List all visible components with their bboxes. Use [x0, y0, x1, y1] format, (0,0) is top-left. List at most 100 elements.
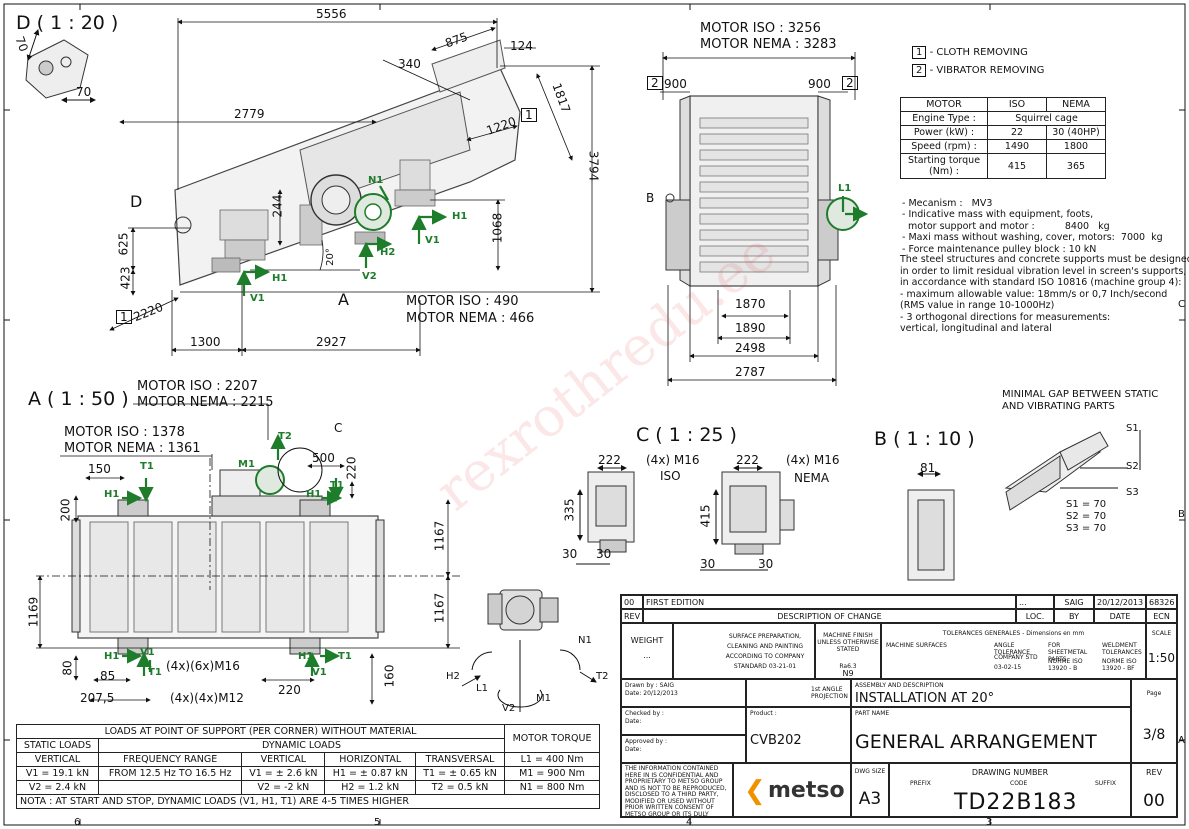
- front-view: [665, 95, 860, 287]
- view-title-d: D ( 1 : 20 ): [16, 12, 119, 34]
- force-label: V1: [250, 293, 265, 304]
- dim: 1870: [735, 297, 766, 311]
- dim: 415: [698, 504, 713, 528]
- dim: 30: [758, 557, 774, 571]
- dim: 244: [270, 194, 285, 218]
- scale-cell: SCALE 1:50: [1146, 623, 1177, 679]
- dim: 423: [118, 266, 133, 290]
- rev-head-eco: ECN: [1146, 609, 1177, 623]
- force-label: H1: [306, 489, 322, 500]
- gap-value: S1 = 70: [1066, 499, 1107, 510]
- metso-logo-icon: ❮: [744, 776, 766, 806]
- motor-iso-side: MOTOR ISO : 490: [406, 294, 519, 309]
- gap-value: S2 = 70: [1066, 511, 1107, 522]
- motor-nema-side: MOTOR NEMA : 466: [406, 311, 535, 326]
- rev-head-rev: REV: [621, 609, 643, 623]
- finish-cell: MACHINE FINISH UNLESS OTHERWISE STATED R…: [815, 623, 881, 679]
- angle-label: 20°: [324, 248, 336, 266]
- dim: 222: [598, 453, 621, 467]
- bolt-spec: (4x) M16: [786, 453, 840, 467]
- dim: 30: [596, 547, 612, 561]
- dim: 2779: [234, 107, 265, 121]
- force-label: H1: [104, 489, 120, 500]
- page-cell: Page 3/8: [1131, 679, 1177, 763]
- rev-head-date: DATE: [1094, 609, 1146, 623]
- bolt-spec: (4x)(6x)M16: [166, 659, 240, 673]
- force-label: T2: [278, 431, 292, 442]
- force-label: V1: [425, 235, 440, 246]
- assembly-cell: ASSEMBLY AND DESCRIPTION INSTALLATION AT…: [851, 679, 1131, 707]
- box-ref: 1: [521, 108, 537, 122]
- rev-head-loc: LOC.: [1016, 609, 1054, 623]
- box-ref: 2: [842, 76, 858, 90]
- dim: 150: [88, 462, 111, 476]
- box-ref: 1: [116, 310, 132, 324]
- dim: 80: [60, 660, 75, 676]
- view-a: [71, 447, 385, 655]
- motor-iso-a: MOTOR ISO : 1378: [64, 425, 185, 440]
- drawing-number-cell: DRAWING NUMBER PREFIX CODE SUFFIX TD22B1…: [889, 763, 1131, 817]
- axis-label: V2: [502, 703, 516, 714]
- grid-label: 5: [374, 817, 381, 828]
- dim: 625: [116, 232, 131, 256]
- force-label: H1: [272, 273, 288, 284]
- force-label: H1: [298, 651, 314, 662]
- dim: 124: [510, 39, 533, 53]
- view-title-c: C ( 1 : 25 ): [636, 424, 737, 446]
- rev-head-desc: DESCRIPTION OF CHANGE: [643, 609, 1016, 623]
- view-c-nema: [700, 465, 795, 571]
- size-cell: DWG SIZE A3: [851, 763, 889, 817]
- rev-row-eco: 68326: [1146, 595, 1177, 609]
- dim: 220: [344, 456, 359, 480]
- label-iso: ISO: [660, 469, 681, 483]
- dim: 222: [736, 453, 759, 467]
- steel-structure-note: The steel structures and concrete suppor…: [900, 254, 1189, 334]
- force-label: V1: [140, 647, 155, 658]
- detail-d: [25, 29, 96, 103]
- rev-row-date: 20/12/2013: [1094, 595, 1146, 609]
- metso-logo: metso: [768, 778, 845, 803]
- gap-label: S3: [1126, 487, 1139, 498]
- dim: 1169: [26, 596, 41, 628]
- view-title-b: B ( 1 : 10 ): [874, 428, 975, 450]
- bolt-spec: (4x) M16: [646, 453, 700, 467]
- dim: 1890: [735, 321, 766, 335]
- confidential-note: THE INFORMATION CONTAINED HERE IN IS CON…: [621, 763, 733, 817]
- dim: 81: [920, 461, 936, 475]
- detail-d-circle: [174, 216, 192, 234]
- force-label: H2: [380, 247, 396, 258]
- axis-label: N1: [578, 635, 592, 646]
- axis-label: M1: [536, 693, 551, 704]
- dim: 220: [278, 683, 301, 697]
- force-label: M1: [238, 459, 255, 470]
- label-c: C: [334, 421, 343, 435]
- force-label: H1: [452, 211, 468, 222]
- legend-item-cloth: 1 - CLOTH REMOVING: [912, 46, 1028, 59]
- dim: 2927: [316, 335, 347, 349]
- rev-head-by: BY: [1054, 609, 1094, 623]
- grid-ticks: [4, 4, 1185, 825]
- side-view-dimensions: [109, 18, 600, 356]
- view-b: [907, 471, 955, 581]
- dim: 900: [808, 77, 831, 91]
- dim: 30: [562, 547, 578, 561]
- motor-nema-front: MOTOR NEMA : 3283: [700, 37, 837, 52]
- dim: 2787: [735, 365, 766, 379]
- dim: 30: [700, 557, 716, 571]
- front-view-dimensions: [660, 52, 856, 386]
- view-c-iso: [576, 465, 635, 565]
- force-label: H1: [104, 651, 120, 662]
- grid-label: B: [1178, 509, 1185, 520]
- dim: 70: [76, 85, 92, 99]
- force-label: T1: [148, 667, 162, 678]
- force-label: L1: [838, 183, 852, 194]
- dim: 900: [664, 77, 687, 91]
- rev-row-rev: 00: [621, 595, 643, 609]
- weight-cell: WEIGHT ...: [621, 623, 673, 679]
- axis-label: T2: [596, 671, 609, 682]
- legend-item-vibrator: 2 - VIBRATOR REMOVING: [912, 64, 1044, 77]
- projection-cell: 1st ANGLE PROJECTION: [746, 679, 851, 707]
- gap-label: S2: [1126, 461, 1139, 472]
- dim: 1167: [432, 520, 447, 552]
